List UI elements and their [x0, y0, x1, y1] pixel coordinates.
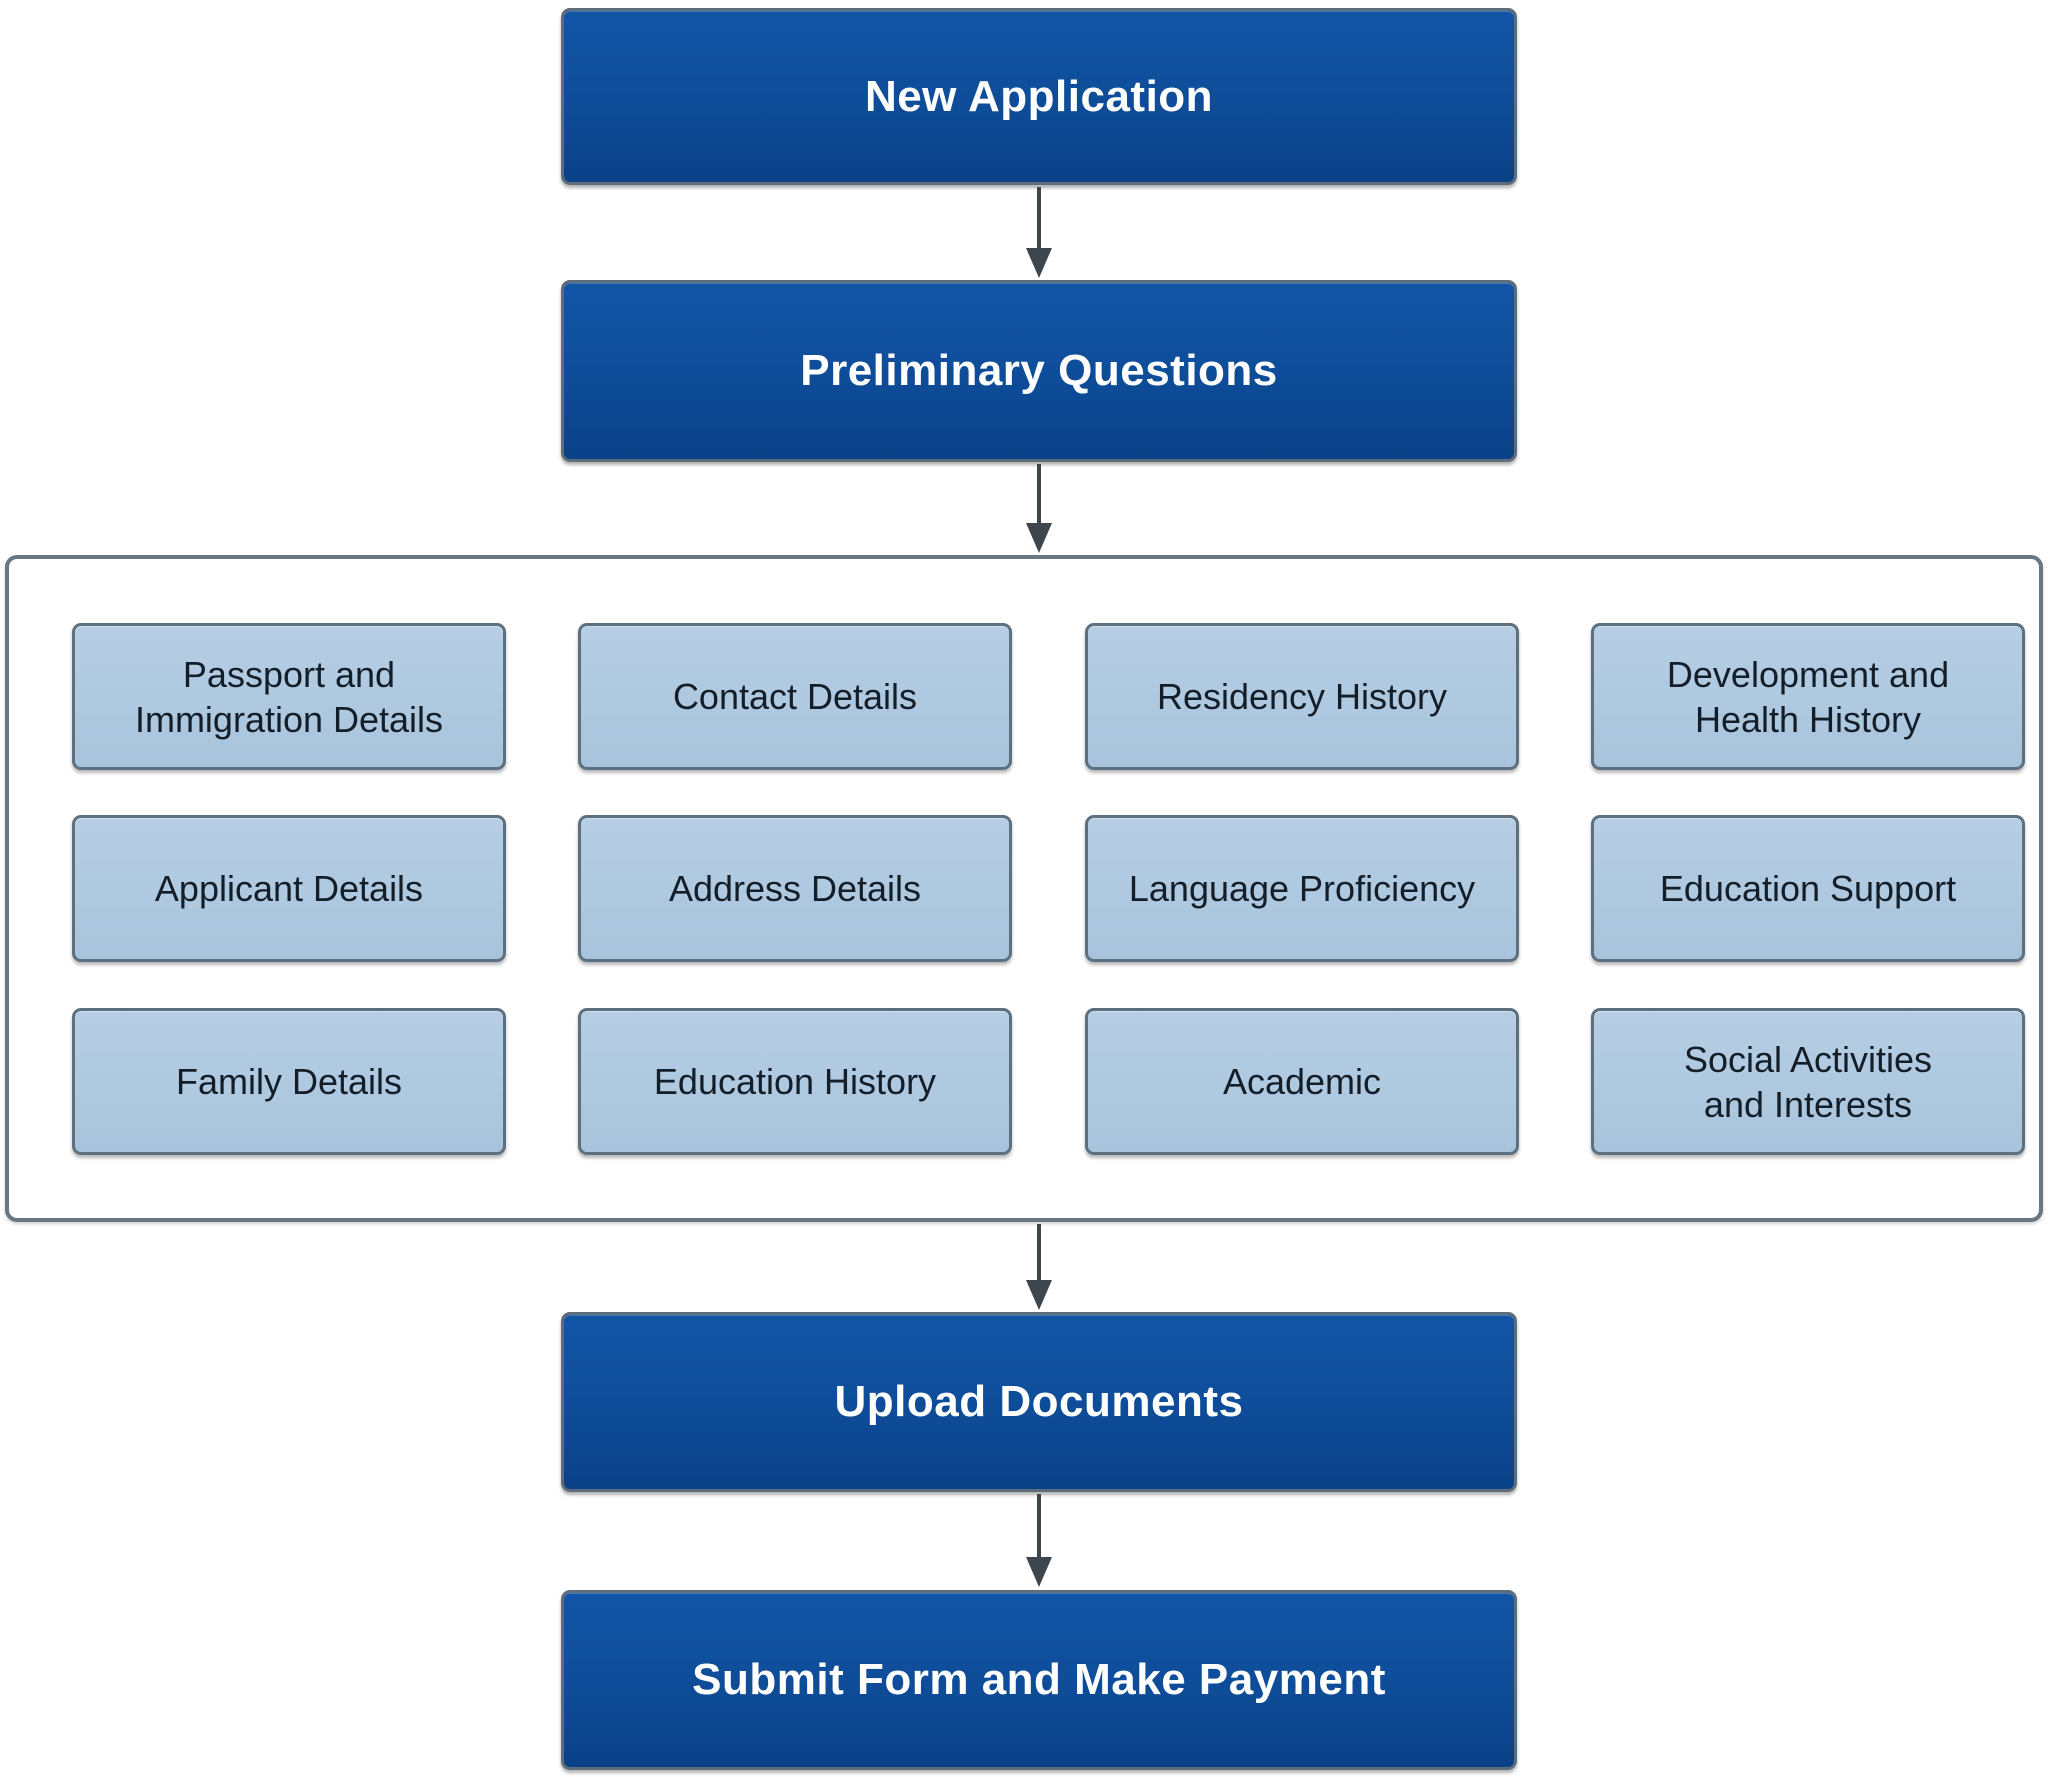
section-label: Address Details: [668, 868, 922, 909]
node-submit-form-and-make-payment-label: Submit Form and Make Payment: [692, 1655, 1386, 1704]
section-label: Applicant Details: [154, 868, 424, 909]
node-preliminary-questions: Preliminary Questions: [561, 280, 1517, 462]
section-social-activities-and-interests: Social Activities and Interests: [1591, 1008, 2025, 1155]
arrow-down-icon: [1025, 464, 1053, 553]
section-label: Education History: [653, 1061, 937, 1102]
arrow-down-icon: [1025, 187, 1053, 278]
node-upload-documents: Upload Documents: [561, 1312, 1517, 1492]
section-address-details: Address Details: [578, 815, 1012, 962]
section-contact-details: Contact Details: [578, 623, 1012, 770]
node-upload-documents-label: Upload Documents: [834, 1377, 1244, 1426]
section-label: Family Details: [175, 1061, 403, 1102]
section-language-proficiency: Language Proficiency: [1085, 815, 1519, 962]
section-passport-and-immigration-details: Passport and Immigration Details: [72, 623, 506, 770]
section-label: Passport and Immigration Details: [134, 653, 444, 740]
node-new-application-label: New Application: [864, 71, 1214, 121]
arrow-down-icon: [1025, 1494, 1053, 1587]
section-label: Social Activities and Interests: [1683, 1038, 1933, 1125]
section-label: Development and Health History: [1666, 653, 1950, 740]
section-academic: Academic: [1085, 1008, 1519, 1155]
section-education-history: Education History: [578, 1008, 1012, 1155]
section-family-details: Family Details: [72, 1008, 506, 1155]
section-label: Language Proficiency: [1128, 868, 1476, 909]
section-residency-history: Residency History: [1085, 623, 1519, 770]
section-label: Academic: [1222, 1061, 1382, 1102]
section-education-support: Education Support: [1591, 815, 2025, 962]
node-new-application: New Application: [561, 8, 1517, 185]
question-sections-container: Passport and Immigration Details Contact…: [5, 555, 2043, 1222]
node-submit-form-and-make-payment: Submit Form and Make Payment: [561, 1590, 1517, 1770]
section-label: Residency History: [1156, 676, 1448, 717]
section-label: Education Support: [1659, 868, 1957, 909]
node-preliminary-questions-label: Preliminary Questions: [800, 346, 1278, 395]
section-applicant-details: Applicant Details: [72, 815, 506, 962]
section-label: Contact Details: [672, 676, 918, 717]
arrow-down-icon: [1025, 1224, 1053, 1310]
section-development-and-health-history: Development and Health History: [1591, 623, 2025, 770]
